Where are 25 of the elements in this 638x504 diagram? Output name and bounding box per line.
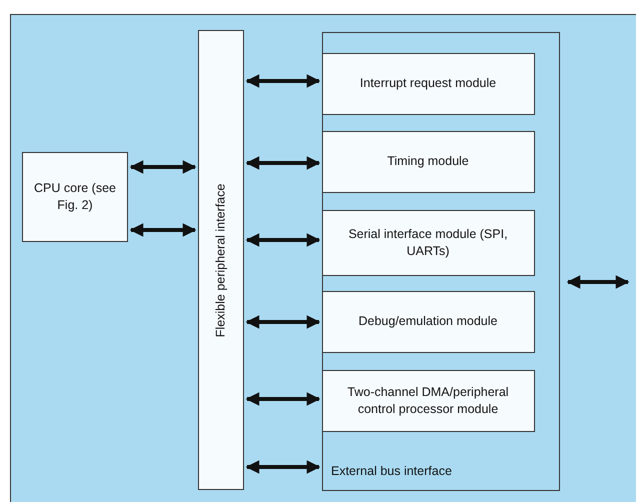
node-label: Serial interface module (SPI, UARTs)	[347, 226, 509, 260]
node-label: Interrupt request module	[360, 75, 496, 92]
module-box	[322, 290, 534, 352]
double-arrow	[246, 233, 320, 247]
module-container	[322, 32, 560, 491]
node-label: CPU core (see Fig. 2)	[33, 180, 117, 214]
node-label: Flexible peripheral interface	[212, 183, 229, 337]
double-arrow	[246, 392, 320, 406]
interface-bar	[198, 30, 244, 490]
node-label: Two-channel DMA/peripheral control processor module	[346, 384, 510, 418]
module-box	[322, 370, 534, 432]
double-arrow	[246, 315, 320, 329]
double-arrow	[246, 156, 320, 170]
double-arrow	[130, 223, 196, 237]
double-arrow	[566, 275, 630, 289]
cpu-core-box	[22, 152, 128, 242]
double-arrow	[246, 74, 320, 88]
node-label: External bus interface	[331, 463, 452, 480]
node-label: Debug/emulation module	[358, 313, 498, 330]
double-arrow	[130, 160, 196, 174]
module-box	[322, 130, 534, 192]
node-label: Timing module	[387, 153, 469, 170]
double-arrow	[246, 460, 320, 474]
module-box	[322, 52, 534, 114]
module-box	[322, 210, 534, 276]
